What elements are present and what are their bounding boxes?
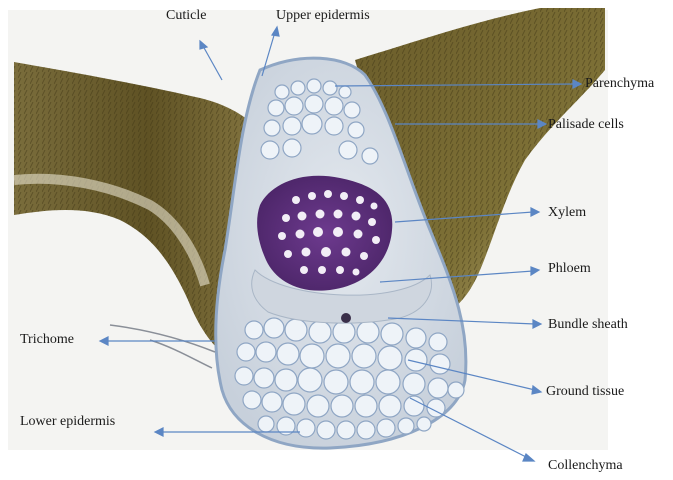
label-parenchyma: Parenchyma [585, 76, 654, 92]
label-bundle-sheath: Bundle sheath [548, 317, 628, 333]
label-trichome: Trichome [20, 332, 74, 348]
label-xylem: Xylem [548, 205, 586, 221]
bundle-sheath-mark [341, 313, 351, 323]
label-phloem: Phloem [548, 261, 591, 277]
label-ground-tissue: Ground tissue [546, 384, 624, 400]
label-palisade-cells: Palisade cells [548, 117, 624, 133]
label-lower-epidermis: Lower epidermis [20, 414, 115, 430]
label-cuticle: Cuticle [166, 8, 206, 24]
label-collenchyma: Collenchyma [548, 458, 623, 474]
label-upper-epidermis: Upper epidermis [276, 8, 370, 24]
